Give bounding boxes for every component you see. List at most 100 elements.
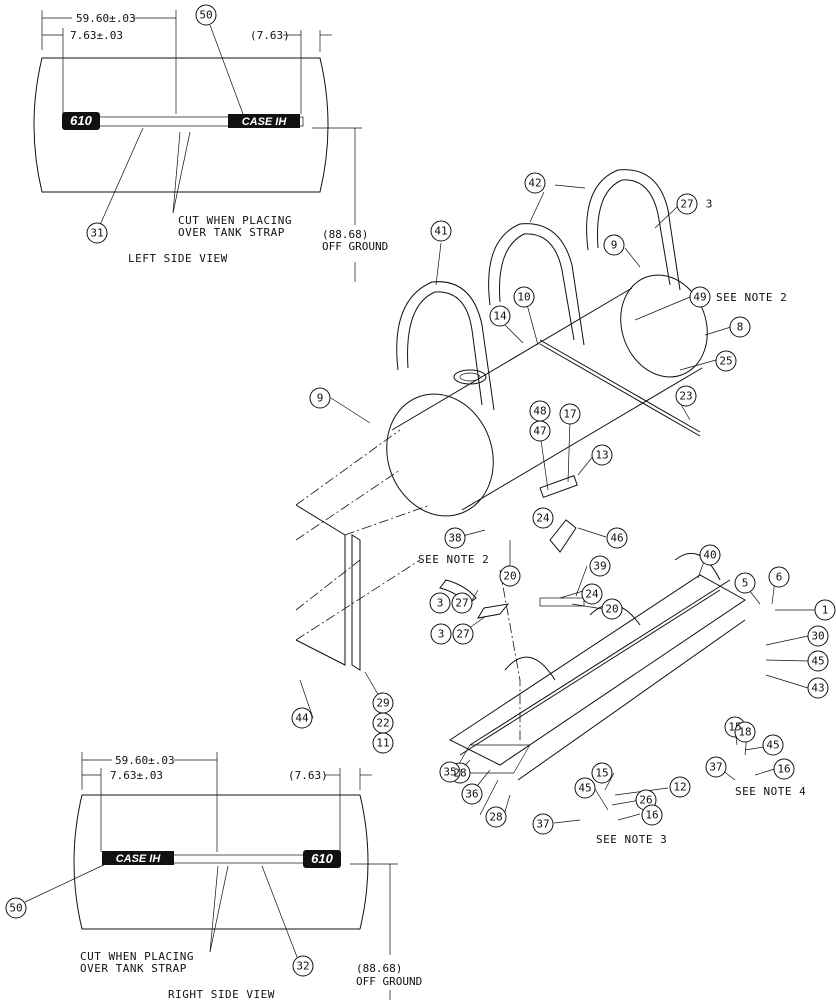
tank-rod bbox=[539, 339, 701, 433]
callout-12: 12 bbox=[673, 781, 686, 794]
left-decal-brand-badge bbox=[228, 114, 300, 128]
callout-leaders bbox=[299, 184, 815, 824]
callout-28b: 28 bbox=[489, 811, 502, 824]
tank-far-end bbox=[620, 274, 708, 378]
ladder-phantom-lines bbox=[295, 429, 431, 641]
left-caption: LEFT SIDE VIEW bbox=[128, 252, 228, 265]
note-see-note-3: SEE NOTE 3 bbox=[596, 833, 667, 846]
callout-36: 36 bbox=[465, 788, 478, 801]
left-callout-bubble bbox=[195, 4, 217, 26]
valve-pipe bbox=[539, 475, 578, 499]
note-see-note-4: SEE NOTE 4 bbox=[735, 785, 806, 798]
exploded-assembly: 42 27 3 41 9 10 14 49 8 25 9 23 48 47 17… bbox=[291, 169, 836, 846]
right-caption: RIGHT SIDE VIEW bbox=[168, 988, 275, 1000]
tank-fill-lid-inner bbox=[459, 372, 481, 382]
tank-strap-2 bbox=[488, 223, 585, 346]
tank-strap-3-inner bbox=[597, 179, 671, 286]
callout-3b: 3 bbox=[437, 597, 444, 610]
callout-35: 35 bbox=[443, 766, 456, 779]
right-dim-overall: 59.60±.03 bbox=[115, 754, 175, 767]
callout-24: 24 bbox=[536, 512, 550, 525]
callout-24b: 24 bbox=[585, 588, 599, 601]
callout-46: 46 bbox=[610, 532, 623, 545]
callout-43: 43 bbox=[811, 682, 824, 695]
right-dim-end: (7.63) bbox=[288, 769, 328, 782]
right-cut-leader bbox=[209, 865, 229, 953]
right-decal-brand: CASE IH bbox=[116, 853, 162, 865]
callout-38: 38 bbox=[448, 532, 461, 545]
right-callout-leader bbox=[261, 865, 298, 958]
callout-5: 5 bbox=[742, 577, 749, 590]
left-decal-model: 610 bbox=[70, 113, 92, 128]
callout-16: 16 bbox=[777, 763, 790, 776]
callout-25: 25 bbox=[719, 355, 732, 368]
ladder-rail bbox=[295, 504, 346, 666]
left-cut-note-1: CUT WHEN PLACING bbox=[178, 214, 292, 227]
right-cut-leader bbox=[209, 865, 219, 953]
callout-20b: 20 bbox=[605, 603, 618, 616]
callout-26: 26 bbox=[639, 794, 652, 807]
tank-end-cap bbox=[386, 393, 494, 517]
note-see-note-2-b: SEE NOTE 2 bbox=[418, 553, 489, 566]
callout-49: 49 bbox=[693, 291, 706, 304]
tank-strap-3 bbox=[586, 169, 681, 291]
callout-28: 28 bbox=[453, 767, 466, 780]
right-decal-model: 610 bbox=[311, 851, 333, 866]
assembly-centerline bbox=[499, 569, 521, 740]
right-dim-height: (88.68) bbox=[356, 962, 402, 975]
right-callout-bubble bbox=[292, 955, 314, 977]
note-see-note-2-a: SEE NOTE 2 bbox=[716, 291, 787, 304]
callout-47: 47 bbox=[533, 425, 546, 438]
callout-10: 10 bbox=[517, 291, 530, 304]
callout-15: 15 bbox=[728, 721, 741, 734]
callout-3: 3 bbox=[706, 198, 713, 211]
callout-bubbles bbox=[291, 172, 836, 835]
callout-45c: 45 bbox=[578, 782, 591, 795]
callout-27: 27 bbox=[680, 198, 693, 211]
callout-45: 45 bbox=[811, 655, 824, 668]
right-callout-50: 50 bbox=[9, 902, 22, 915]
left-tank-outline bbox=[33, 57, 329, 193]
tank-fill-lid bbox=[453, 369, 487, 385]
tank-strap-1 bbox=[396, 281, 495, 411]
callout-3c: 3 bbox=[438, 628, 445, 641]
callout-22: 22 bbox=[376, 717, 389, 730]
callout-39: 39 bbox=[593, 560, 606, 573]
right-dim-start: 7.63±.03 bbox=[110, 769, 163, 782]
bracket-39 bbox=[539, 597, 585, 607]
callout-40: 40 bbox=[703, 549, 716, 562]
callout-23: 23 bbox=[679, 390, 692, 403]
tank-rod-edge bbox=[539, 343, 701, 437]
callout-1: 1 bbox=[822, 604, 829, 617]
callout-42: 42 bbox=[528, 177, 541, 190]
left-decal-model-badge bbox=[62, 112, 100, 130]
callout-6: 6 bbox=[776, 571, 783, 584]
frame-lower-bar bbox=[517, 619, 746, 781]
right-decal-brand-badge bbox=[102, 851, 174, 865]
callout-9b: 9 bbox=[317, 392, 324, 405]
callout-8: 8 bbox=[737, 321, 744, 334]
tank-strap-2-inner bbox=[499, 233, 575, 341]
tank-strap-1-inner bbox=[407, 291, 483, 406]
callout-30: 30 bbox=[811, 630, 824, 643]
right-callout-32: 32 bbox=[296, 960, 309, 973]
callout-13: 13 bbox=[595, 449, 608, 462]
callout-44: 44 bbox=[295, 712, 309, 725]
left-off-ground: OFF GROUND bbox=[322, 240, 388, 253]
right-cut-note-2: OVER TANK STRAP bbox=[80, 962, 187, 975]
left-dim-overall: 59.60±.03 bbox=[76, 12, 136, 25]
left-cut-note-2: OVER TANK STRAP bbox=[178, 226, 285, 239]
left-callout-50: 50 bbox=[199, 9, 212, 22]
left-callout-bubble bbox=[86, 222, 108, 244]
pad-27-b bbox=[477, 603, 510, 619]
callout-27c: 27 bbox=[456, 628, 469, 641]
right-callout-leader bbox=[24, 861, 111, 903]
callout-18: 18 bbox=[738, 726, 751, 739]
right-decal-stripe bbox=[171, 854, 309, 864]
callout-9: 9 bbox=[611, 239, 618, 252]
left-dim-start: 7.63±.03 bbox=[70, 29, 123, 42]
callout-15b: 15 bbox=[595, 767, 608, 780]
left-cut-leader bbox=[172, 131, 191, 214]
frame-rails bbox=[459, 579, 731, 756]
